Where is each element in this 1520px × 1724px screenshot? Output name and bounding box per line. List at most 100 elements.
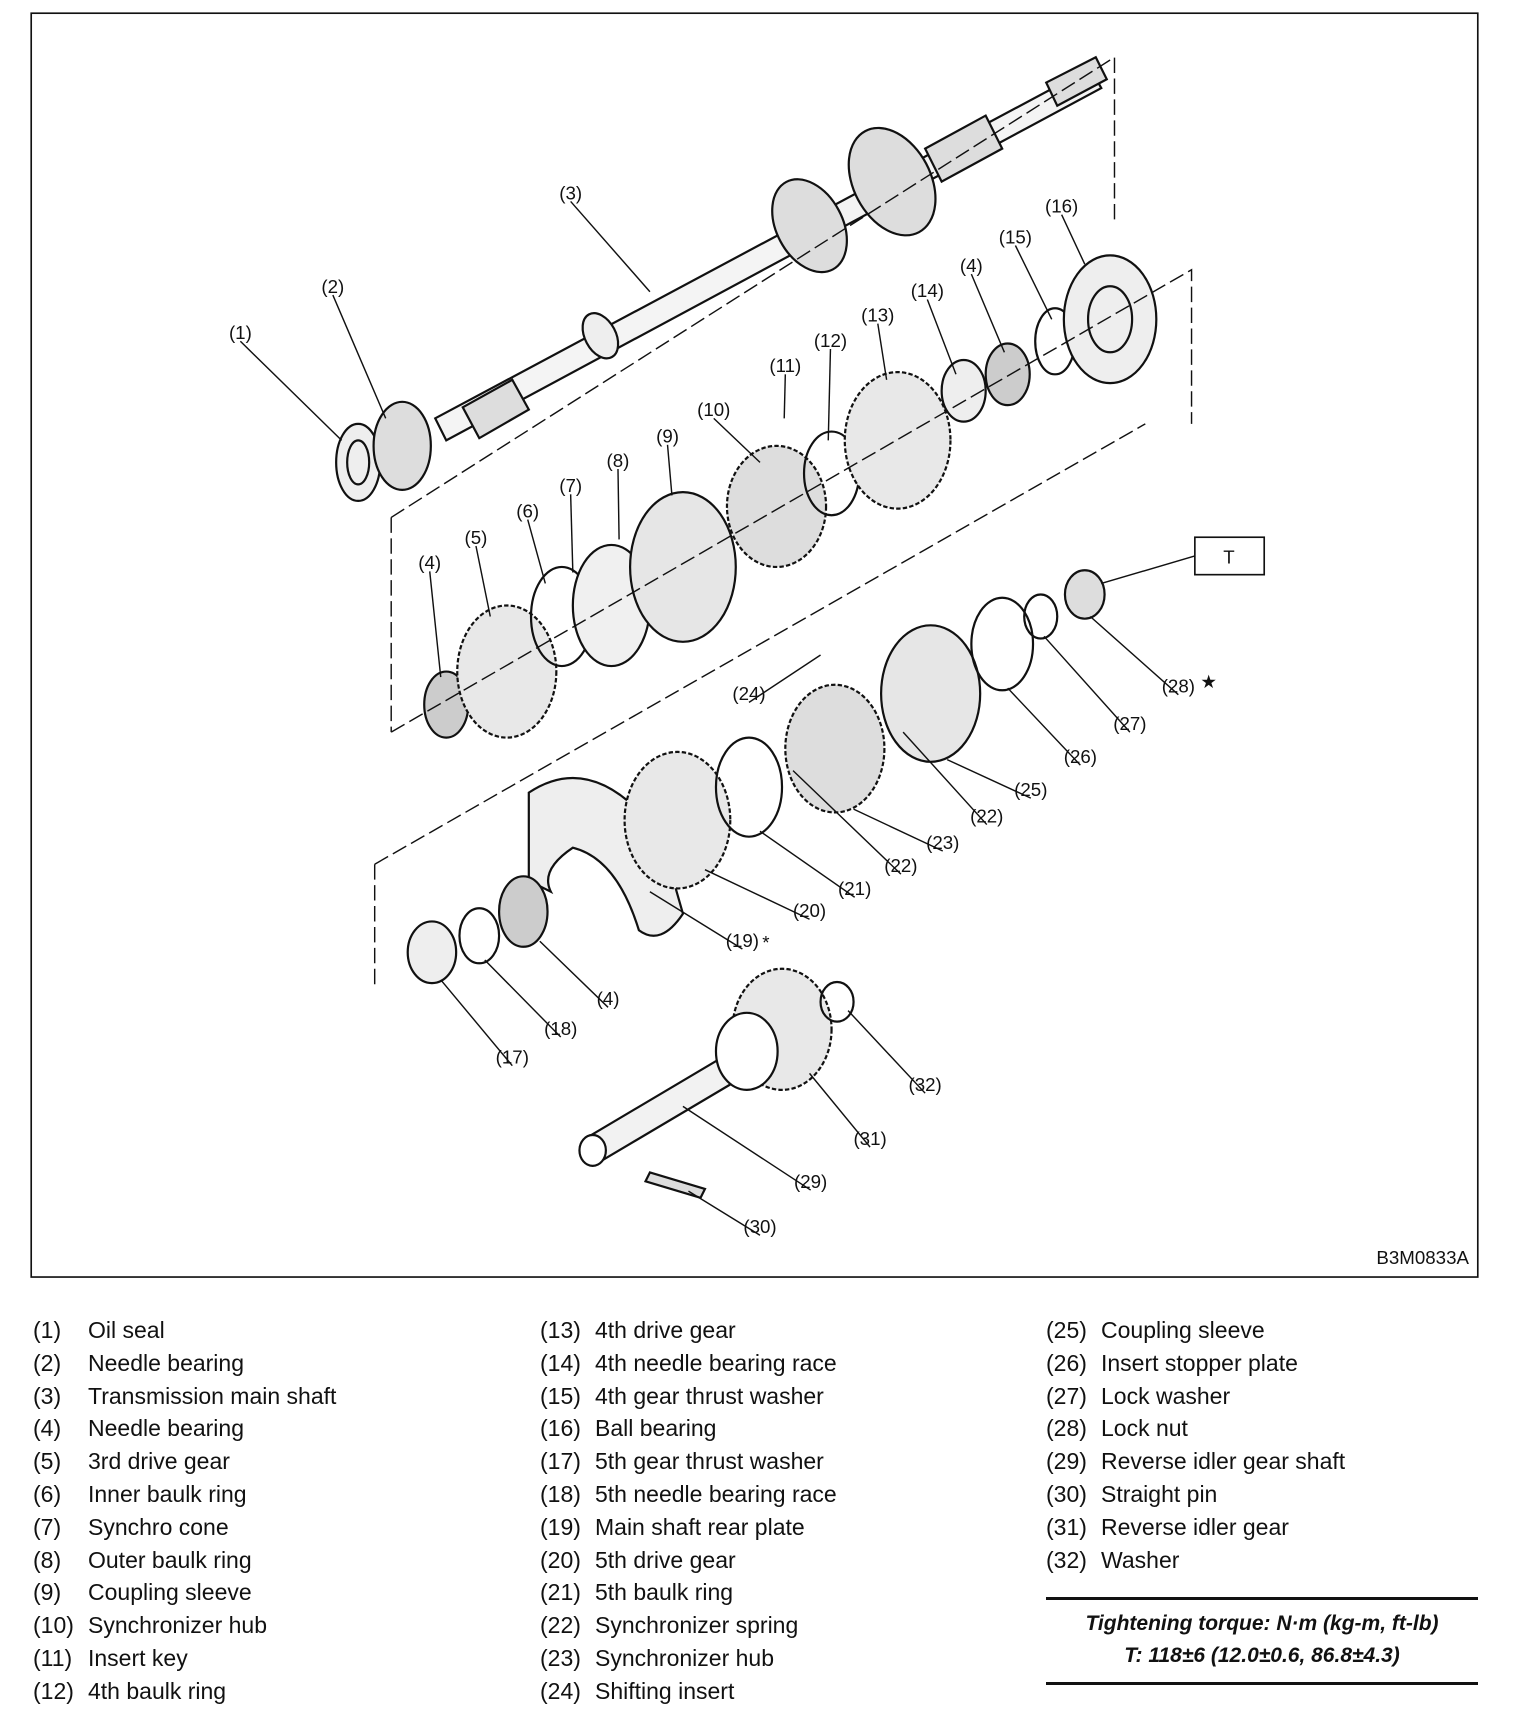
legend-number: (7) (33, 1513, 62, 1540)
legend-part-name: Ball bearing (595, 1415, 717, 1442)
legend-number: (27) (1046, 1382, 1087, 1409)
legend-item: (25) Coupling sleeve (1046, 1314, 1345, 1347)
leader-line (429, 571, 442, 678)
legend-part-name: Synchronizer hub (595, 1644, 774, 1671)
needle-bearing-4b-part (984, 342, 1031, 407)
legend-part-name: Lock nut (1101, 1415, 1188, 1442)
legend-item: (13)4th drive gear (540, 1314, 837, 1347)
legend-item: (30)Straight pin (1046, 1478, 1345, 1511)
legend-part-name: Washer (1101, 1546, 1180, 1573)
callout-label: (24) (732, 683, 765, 704)
leader-line (926, 299, 957, 375)
leader-line (239, 340, 343, 441)
callout-label: (21) (838, 878, 871, 899)
coupling-sleeve-9-part (628, 490, 737, 643)
leader-line (946, 758, 1032, 799)
callout-label: (11) (769, 355, 801, 376)
legend-number: (21) (540, 1579, 581, 1606)
callout-label: (27) (1113, 713, 1146, 734)
callout-label: (23) (926, 832, 959, 853)
leader-line (808, 1072, 871, 1148)
callout-label: (22) (970, 805, 1003, 826)
callout-label: (2) (321, 276, 344, 297)
shaft-end-spline (1044, 55, 1109, 108)
legend-item: (9)Coupling sleeve (33, 1576, 336, 1609)
torque-title: Tightening torque: N·m (kg-m, ft-lb) (1085, 1612, 1439, 1635)
callout-label: (4) (597, 988, 620, 1009)
legend-item: (6)Inner baulk ring (33, 1478, 336, 1511)
legend-item: (31)Reverse idler gear (1046, 1511, 1345, 1544)
legend-number: (23) (540, 1644, 581, 1671)
legend-item: (24)Shifting insert (540, 1675, 837, 1708)
lock-nut-part (1063, 569, 1106, 620)
callout-label: (4) (418, 552, 441, 573)
callout-label: (26) (1064, 746, 1097, 767)
legend-number: (10) (33, 1612, 74, 1639)
leader-line (688, 1190, 761, 1236)
callout-label: (20) (793, 900, 826, 921)
legend-part-name: 5th gear thrust washer (595, 1448, 824, 1475)
legend-part-name: 3rd drive gear (88, 1448, 230, 1475)
callout-label: (13) (861, 304, 894, 325)
legend-part-name: Insert stopper plate (1101, 1349, 1298, 1376)
legend-part-name: 4th needle bearing race (595, 1349, 837, 1376)
straight-pin-part (643, 1171, 707, 1200)
callout-label: (8) (607, 450, 630, 471)
legend-number: (9) (33, 1579, 62, 1606)
legend-number: (4) (33, 1415, 62, 1442)
legend-column-1: (1)Oil seal(2)Needle bearing(3)Transmiss… (33, 1314, 336, 1708)
legend-item: (7)Synchro cone (33, 1511, 336, 1544)
callout-label: (4) (960, 255, 983, 276)
legend-item: (26) Insert stopper plate (1046, 1347, 1345, 1380)
dashed-axis-lines (373, 55, 1193, 986)
shaft-gear-2 (847, 126, 937, 237)
asterisk-mark: * (762, 932, 769, 953)
legend-number: (2) (33, 1349, 62, 1376)
legend-number: (30) (1046, 1480, 1087, 1507)
legend-item: (17)5th gear thrust washer (540, 1445, 837, 1478)
tightening-torque-note: Tightening torque: N·m (kg-m, ft-lb) T: … (1046, 1597, 1478, 1685)
legend-part-name: Coupling sleeve (1101, 1317, 1265, 1343)
leader-line (759, 830, 856, 898)
legend-item: (19)Main shaft rear plate (540, 1511, 837, 1544)
legend-item: (18)5th needle bearing race (540, 1478, 837, 1511)
star-mark: ★ (1200, 671, 1217, 692)
callout-label: (32) (909, 1074, 942, 1095)
legend-item: (3)Transmission main shaft (33, 1380, 336, 1413)
legend-number: (26) (1046, 1349, 1087, 1376)
callout-label: (17) (496, 1046, 529, 1067)
legend-item: (22)Synchronizer spring (540, 1609, 837, 1642)
callout-label: (14) (911, 280, 944, 301)
torque-value: T: 118±6 (12.0±0.6, 86.8±4.3) (1124, 1644, 1400, 1667)
callout-label: (31) (853, 1128, 886, 1149)
callout-label: (7) (559, 475, 582, 496)
legend-number: (6) (33, 1480, 62, 1507)
callout-label: (5) (465, 527, 488, 548)
leader-line (877, 323, 888, 380)
leader-line (1014, 245, 1053, 320)
legend-item: (32)Washer (1046, 1544, 1345, 1577)
leader-line (527, 519, 547, 584)
legend-part-name: 5th baulk ring (595, 1579, 734, 1606)
legend-item: (8)Outer baulk ring (33, 1544, 336, 1577)
legend-number: (25) (1046, 1317, 1087, 1343)
leader-line (792, 770, 902, 875)
4th-drive-gear-part (843, 371, 952, 510)
legend-item: (11)Insert key (33, 1642, 336, 1675)
needle-bearing-4c-part (497, 875, 549, 948)
callout-label: (29) (794, 1171, 827, 1192)
leader-line (649, 891, 743, 950)
legend-column-2: (13)4th drive gear(14)4th needle bearing… (540, 1314, 837, 1708)
legend-part-name: 4th baulk ring (88, 1677, 227, 1704)
legend-part-name: Main shaft rear plate (595, 1513, 805, 1540)
callout-label: (9) (656, 426, 679, 447)
leader-line (970, 273, 1006, 353)
shaft-spline-front (461, 378, 531, 440)
5th-drive-gear-part (623, 750, 732, 890)
diagram-frame (30, 12, 1479, 1278)
legend-number: (18) (540, 1480, 581, 1507)
legend-item: (23) Synchronizer hub (540, 1642, 837, 1675)
legend-number: (11) (33, 1644, 73, 1671)
leader-line (704, 869, 810, 920)
legend-part-name: Transmission main shaft (88, 1382, 337, 1409)
